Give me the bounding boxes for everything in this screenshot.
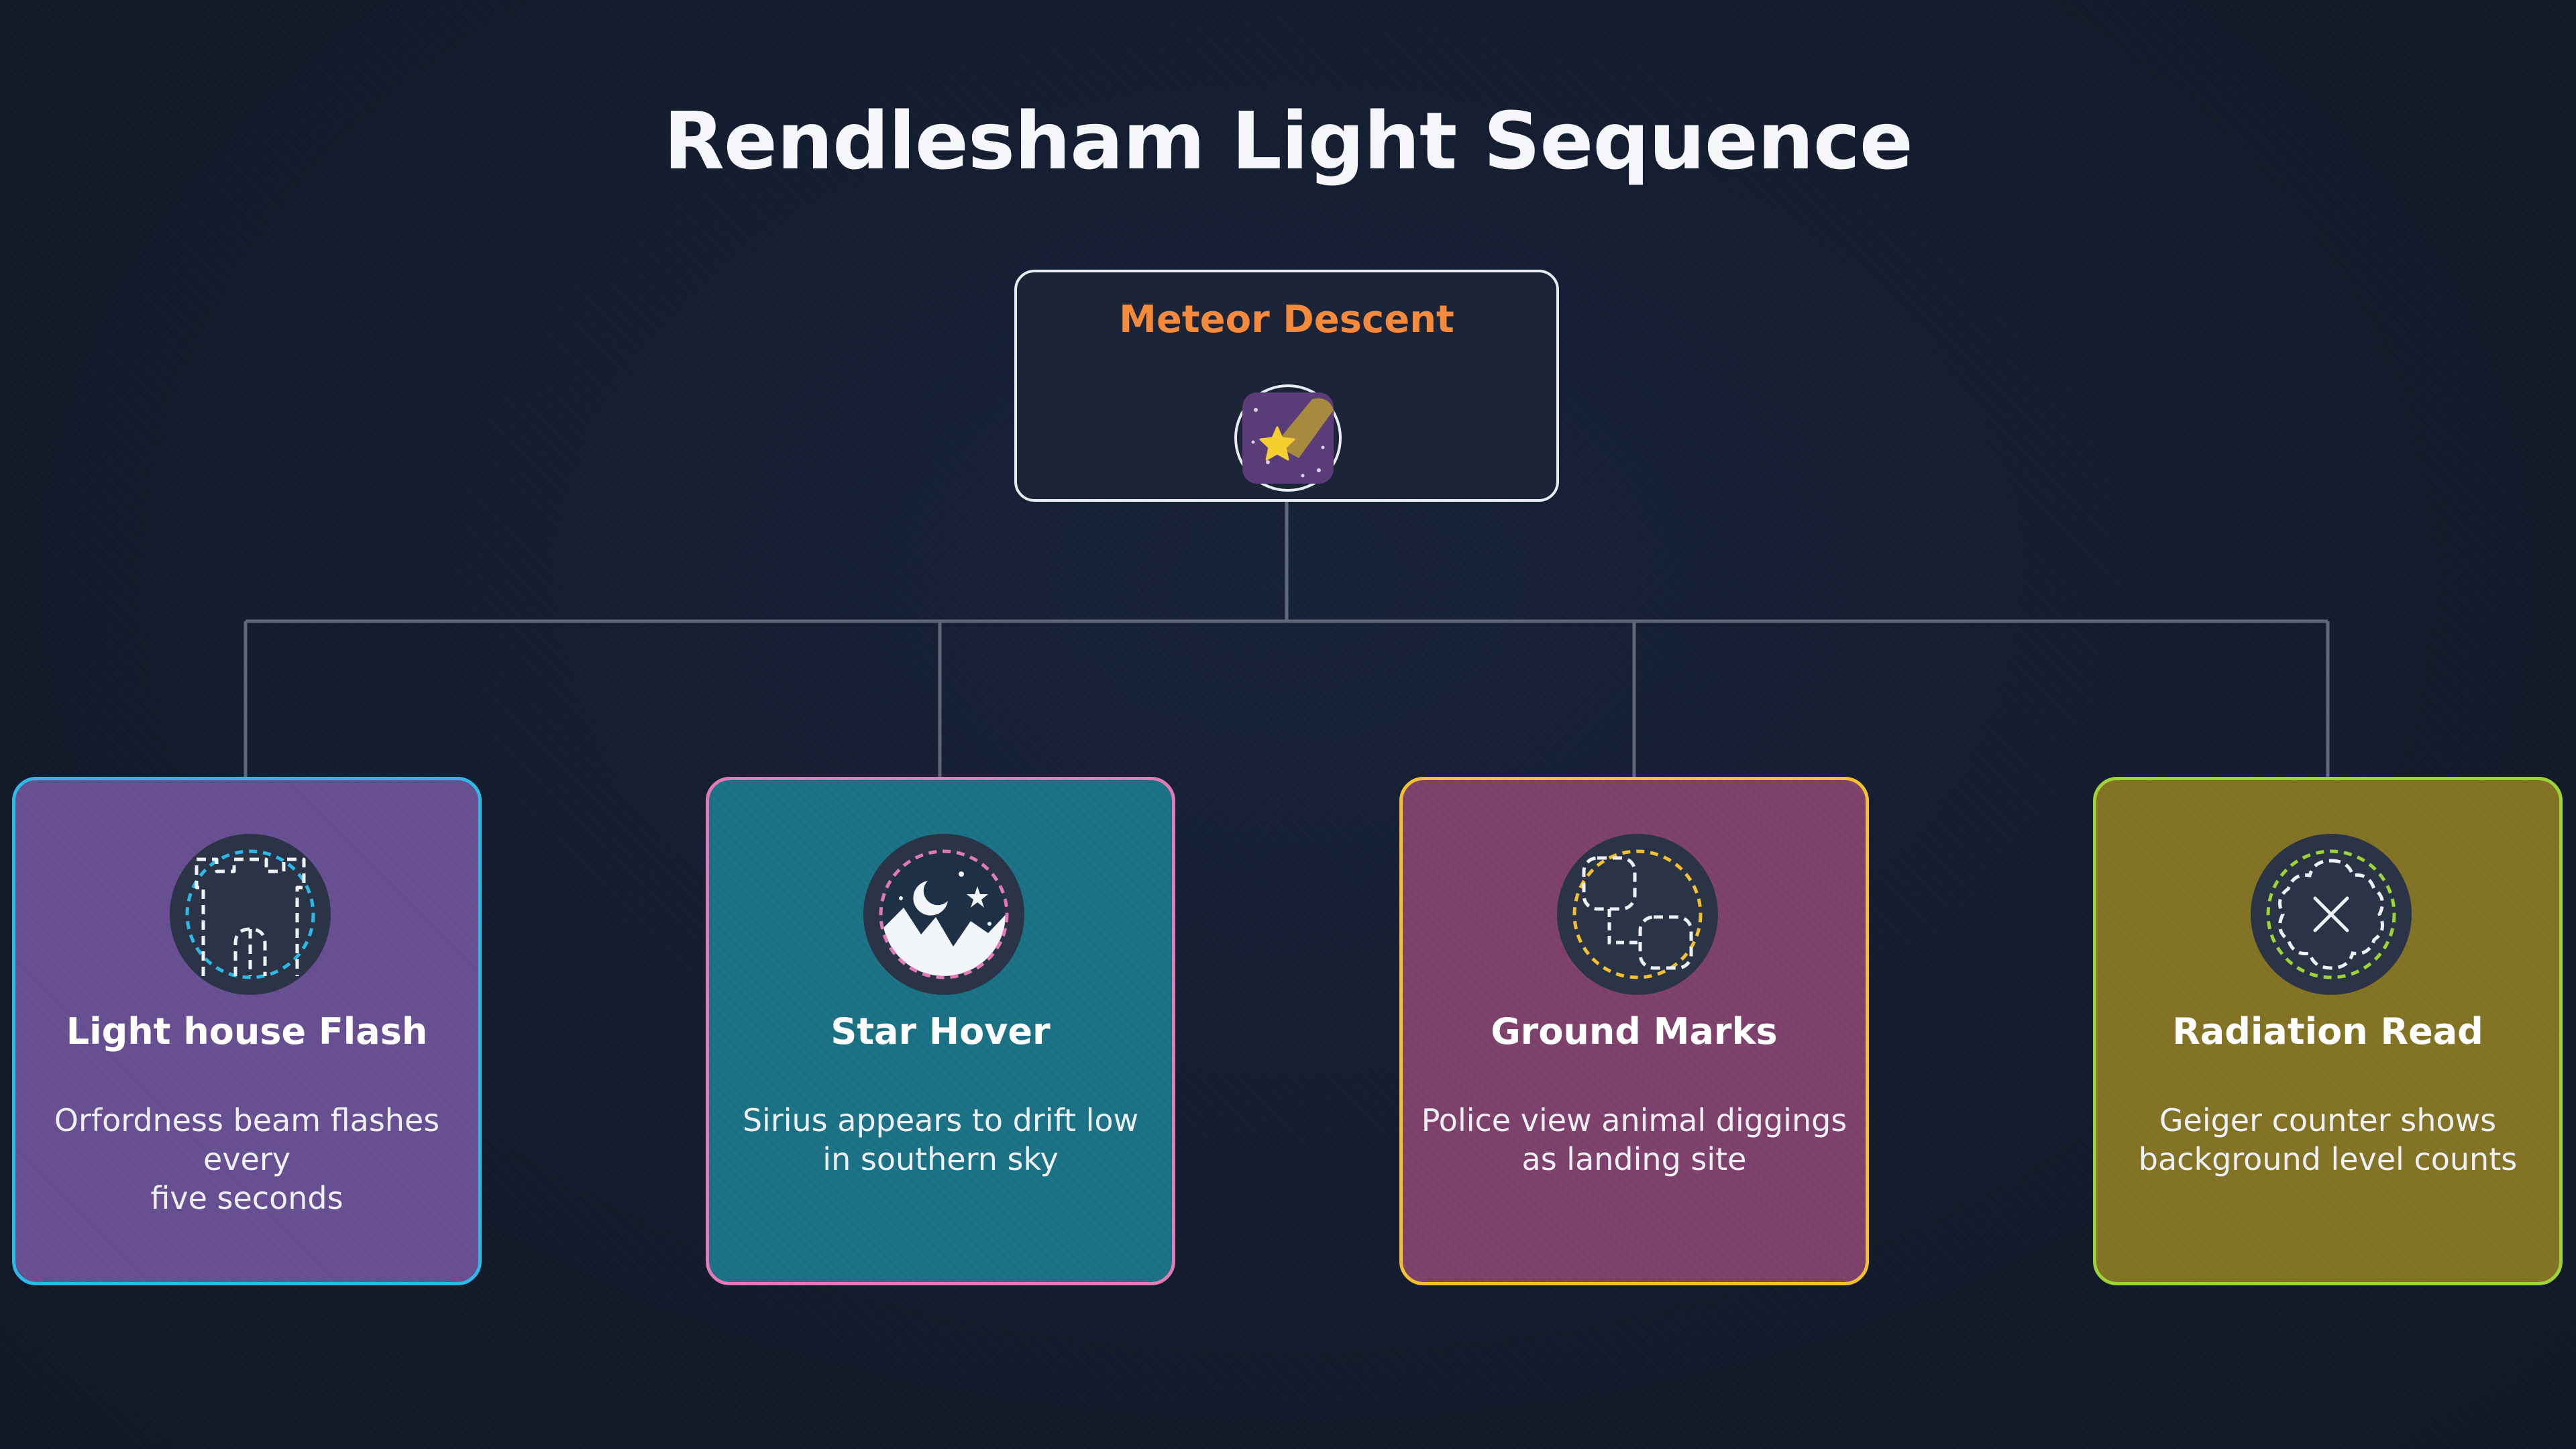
child-card-title: Ground Marks (1491, 1010, 1778, 1053)
radiation-reading-icon (2251, 834, 2412, 995)
meteor-icon (1234, 384, 1342, 492)
child-card-radiation-read[interactable]: Radiation Read Geiger counter shows back… (2093, 777, 2563, 1285)
ground-marks-icon (1557, 834, 1718, 995)
child-card-description: Sirius appears to drift low in southern … (742, 1102, 1139, 1177)
child-card-description: Orfordness beam flashes every five secon… (54, 1102, 440, 1216)
child-card-ground-marks[interactable]: Ground Marks Police view animal diggings… (1399, 777, 1869, 1285)
root-node[interactable]: Meteor Descent (1014, 270, 1559, 502)
root-node-label: Meteor Descent (1119, 298, 1454, 341)
child-card-title: Radiation Read (2172, 1010, 2483, 1053)
child-card-description: Geiger counter shows background level co… (2138, 1102, 2518, 1177)
child-card-star-hover[interactable]: Star Hover Sirius appears to drift low i… (706, 777, 1175, 1285)
lighthouse-tower-icon (170, 834, 331, 995)
diagram-title: Rendlesham Light Sequence (663, 95, 1913, 187)
child-card-description: Police view animal diggings as landing s… (1421, 1102, 1847, 1177)
child-card-title: Star Hover (830, 1010, 1051, 1053)
night-sky-icon (863, 834, 1024, 995)
child-card-lighthouse-flash[interactable]: Light house Flash Orfordness beam flashe… (12, 777, 482, 1285)
child-card-title: Light house Flash (66, 1010, 428, 1053)
